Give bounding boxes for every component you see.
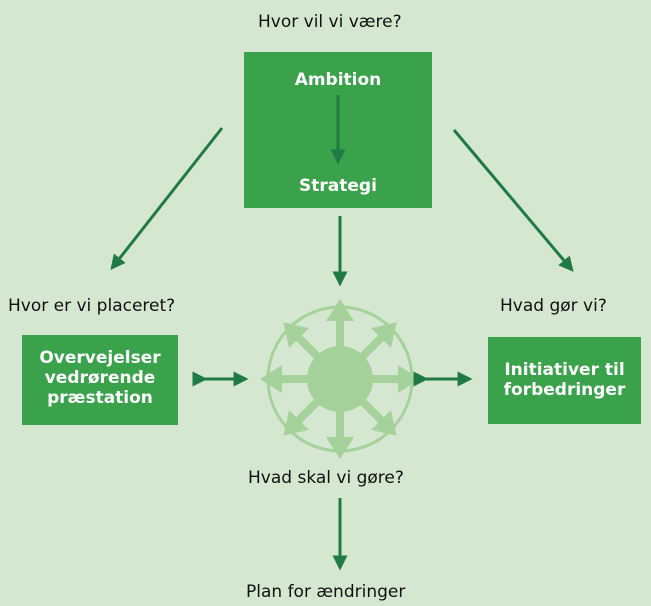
bottom-question: Hvad skal vi gøre? [248,468,404,488]
right-box-text: Initiativer til forbedringer [488,360,641,400]
arrow-to-right-action [452,129,574,272]
right-question: Hvad gør vi? [500,296,607,316]
top-question: Hvor vil vi være? [258,12,402,32]
right-box-line-2: forbedringer [503,380,626,400]
left-question: Hvor er vi placeret? [8,296,176,316]
compass-icon [260,299,420,459]
ambition-label: Ambition [294,70,382,90]
arrow-to-left-position [110,127,224,270]
strategi-label: Strategi [299,176,377,196]
left-box-text: Overvejelser vedrørende præstation [22,348,178,408]
right-box [488,337,641,424]
right-box-line-1: Initiativer til [504,360,625,380]
left-box-line-1: Overvejelser [39,348,161,368]
left-box [22,335,178,425]
bottom-outcome: Plan for ændringer [246,582,406,602]
left-box-line-2: vedrørende [44,368,156,388]
left-box-line-3: præstation [47,388,153,408]
